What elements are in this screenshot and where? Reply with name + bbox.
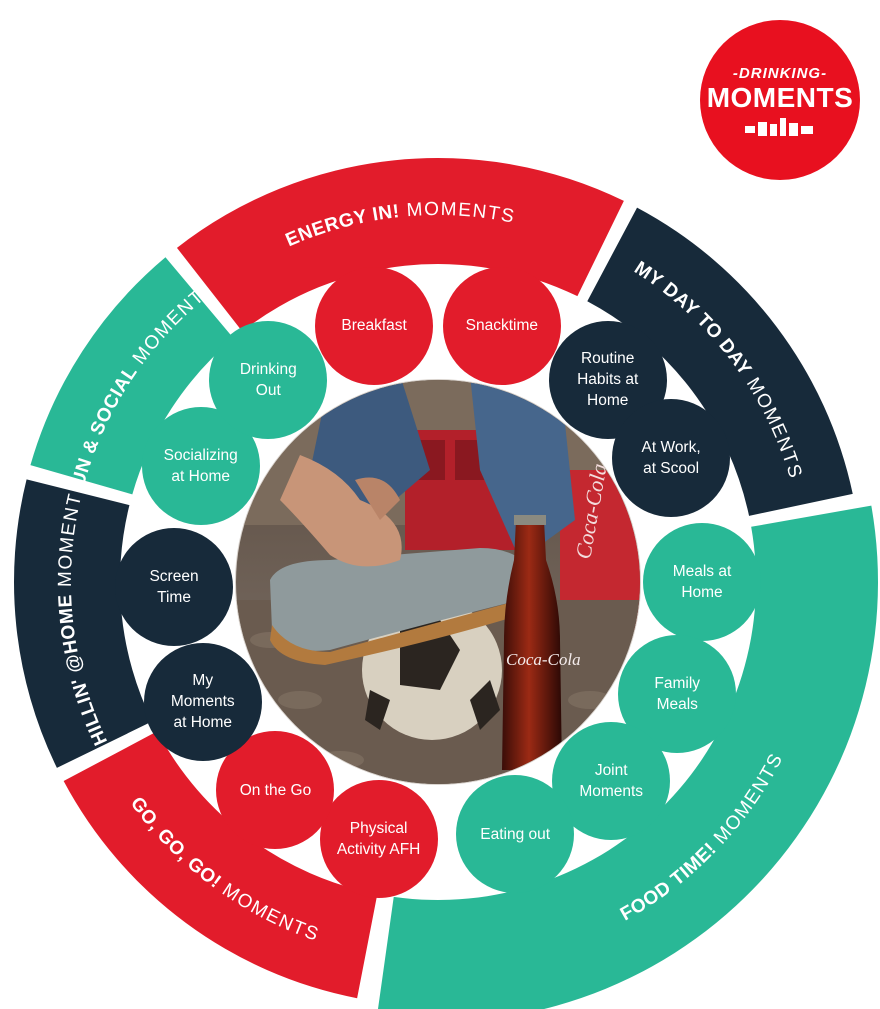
center-photo: Coca-Cola: [235, 379, 641, 785]
segment-band: [30, 257, 234, 495]
can-icon: [789, 123, 798, 136]
segment-label-moments: MOMENTS: [0, 0, 209, 374]
segment-ring: [13, 157, 878, 1009]
drinking-moments-logo: -DRINKING- MOMENTS: [700, 20, 860, 180]
logo-tagline: -DRINKING-: [732, 65, 828, 82]
logo-title: MOMENTS: [706, 82, 854, 113]
moment-bubble: Drinking Out: [209, 320, 328, 439]
cup-icon: [745, 126, 755, 133]
moment-bubble: Screen Time: [115, 527, 234, 646]
moment-bubble: Eating out: [456, 775, 575, 894]
moment-bubble: Physical Activity AFH: [319, 780, 438, 899]
bottle-logo: Coca-Cola: [506, 650, 581, 669]
segment-band: [63, 731, 378, 999]
segment-band: [13, 479, 153, 768]
moment-bubble: Meals at Home: [643, 523, 761, 641]
bottle-icon: [780, 118, 786, 136]
mug-icon: [801, 126, 813, 134]
moment-bubble: At Work, at Scool: [612, 399, 731, 518]
drink-icons: [745, 118, 813, 136]
moment-bubble: Socializing at Home: [141, 407, 260, 526]
carton-icon: [758, 122, 767, 136]
segment-band: [176, 157, 624, 332]
moment-bubble: Snacktime: [442, 266, 561, 385]
moment-bubble: My Moments at Home: [143, 642, 262, 761]
segment-band: [377, 505, 878, 1009]
moment-bubble: Breakfast: [315, 266, 434, 385]
glass-icon: [770, 124, 777, 136]
segment-band: [587, 207, 853, 516]
